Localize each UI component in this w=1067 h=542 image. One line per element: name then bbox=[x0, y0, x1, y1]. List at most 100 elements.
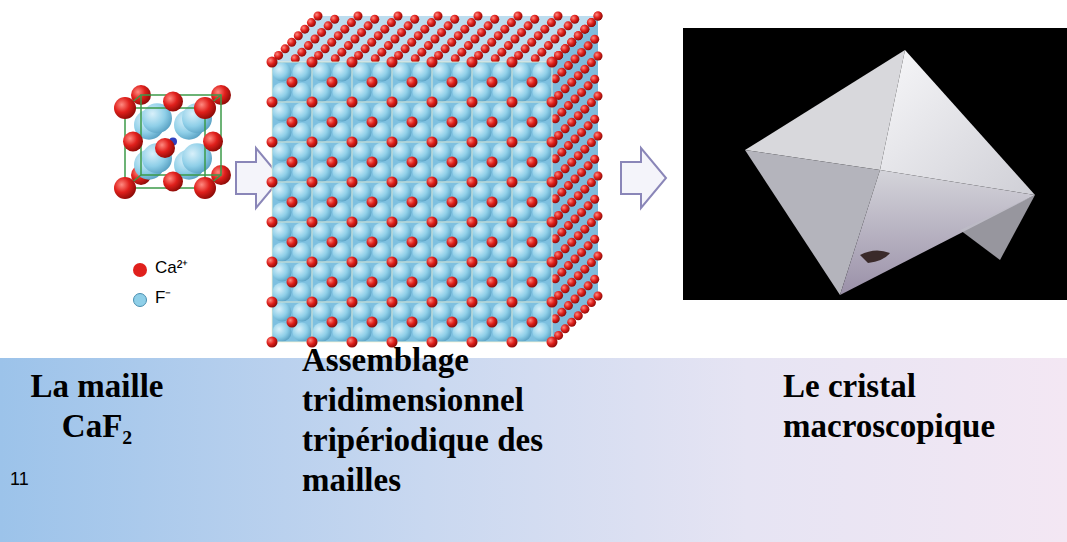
calcium-ion bbox=[427, 97, 438, 108]
calcium-ion bbox=[367, 77, 378, 88]
calcium-ion bbox=[387, 97, 398, 108]
legend-text: Ca²⁺ bbox=[155, 258, 188, 278]
calcium-ion bbox=[580, 265, 589, 274]
calcium-ion bbox=[587, 258, 596, 267]
calcium-ion bbox=[474, 12, 483, 21]
calcium-ion bbox=[307, 177, 318, 188]
calcium-ion bbox=[327, 117, 338, 128]
calcium-ion bbox=[410, 15, 419, 24]
crystal-photo bbox=[683, 28, 1067, 300]
calcium-ion bbox=[547, 217, 558, 228]
calcium-ion bbox=[404, 21, 413, 30]
calcium-ion bbox=[587, 58, 596, 67]
calcium-ion bbox=[557, 28, 566, 37]
calcium-ion bbox=[424, 41, 433, 50]
calcium-ion bbox=[547, 137, 558, 148]
calcium-ion bbox=[571, 95, 580, 104]
calcium-ion bbox=[594, 132, 603, 141]
calcium-ion bbox=[584, 281, 593, 290]
caption-text: Assemblage tridimensionnel tripériodique… bbox=[302, 340, 642, 500]
block-top bbox=[272, 16, 598, 62]
calcium-ion bbox=[571, 135, 580, 144]
calcium-ion bbox=[524, 21, 533, 30]
calcium-ion bbox=[527, 157, 538, 168]
calcium-ion bbox=[387, 57, 398, 68]
calcium-ion bbox=[367, 38, 376, 47]
calcium-ion bbox=[507, 97, 518, 108]
calcium-ion bbox=[587, 178, 596, 187]
calcium-ion bbox=[407, 317, 418, 328]
hollow-arrow bbox=[621, 148, 666, 208]
calcium-ion bbox=[557, 228, 566, 237]
calcium-ion bbox=[567, 118, 576, 127]
calcium-ion bbox=[577, 48, 586, 57]
calcium-ion bbox=[580, 25, 589, 34]
calcium-ion bbox=[447, 317, 458, 328]
calcium-ion bbox=[468, 58, 477, 67]
calcium-ion bbox=[344, 41, 353, 50]
calcium-ion bbox=[594, 292, 603, 301]
calcium-ion bbox=[551, 35, 560, 44]
calcium-ion bbox=[361, 44, 370, 53]
calcium-ion bbox=[367, 277, 378, 288]
calcium-ion bbox=[547, 177, 558, 188]
calcium-ion bbox=[471, 35, 480, 44]
calcium-ion bbox=[574, 31, 583, 40]
calcium-ion bbox=[267, 177, 278, 188]
calcium-ion bbox=[467, 257, 478, 268]
calcium-ion bbox=[447, 157, 458, 168]
calcium-ion bbox=[460, 25, 469, 34]
calcium-ion bbox=[327, 77, 338, 88]
calcium-ion bbox=[537, 48, 546, 57]
calcium-ion bbox=[294, 31, 303, 40]
calcium-ion bbox=[507, 337, 518, 348]
calcium-ion bbox=[548, 58, 557, 67]
calcium-ion bbox=[388, 58, 397, 67]
calcium-ion bbox=[123, 132, 143, 152]
legend-swatch bbox=[133, 293, 147, 307]
calcium-ion bbox=[574, 231, 583, 240]
calcium-ion bbox=[594, 12, 603, 21]
calcium-ion bbox=[307, 297, 318, 308]
calcium-ion bbox=[507, 297, 518, 308]
calcium-ion bbox=[367, 197, 378, 208]
calcium-ion bbox=[547, 57, 558, 68]
calcium-ion bbox=[587, 18, 596, 27]
calcium-ion bbox=[574, 271, 583, 280]
calcium-ion bbox=[447, 277, 458, 288]
calcium-ion bbox=[307, 137, 318, 148]
legend-swatch bbox=[133, 263, 147, 277]
calcium-ion bbox=[374, 31, 383, 40]
calcium-ion bbox=[487, 237, 498, 248]
calcium-ion bbox=[314, 12, 323, 21]
calcium-ion bbox=[594, 252, 603, 261]
calcium-ion bbox=[584, 201, 593, 210]
calcium-ion bbox=[561, 44, 570, 53]
caption-text: Le cristal macroscopique bbox=[783, 366, 1063, 446]
calcium-ion bbox=[587, 18, 596, 27]
calcium-ion bbox=[547, 18, 556, 27]
calcium-ion bbox=[394, 12, 403, 21]
calcium-ion bbox=[427, 18, 436, 27]
block-front bbox=[272, 62, 552, 342]
calcium-ion bbox=[327, 237, 338, 248]
calcium-ion bbox=[267, 137, 278, 148]
calcium-ion bbox=[407, 38, 416, 47]
calcium-ion bbox=[514, 12, 523, 21]
calcium-ion bbox=[561, 284, 570, 293]
calcium-ion bbox=[527, 317, 538, 328]
calcium-ion bbox=[584, 41, 593, 50]
calcium-ion bbox=[464, 41, 473, 50]
calcium-ion bbox=[287, 197, 298, 208]
unit-cell bbox=[114, 85, 231, 199]
calcium-ion bbox=[307, 18, 316, 27]
calcium-ion bbox=[507, 177, 518, 188]
calcium-ion bbox=[590, 275, 599, 284]
calcium-ion bbox=[554, 12, 563, 21]
calcium-ion bbox=[420, 25, 429, 34]
calcium-ion bbox=[484, 21, 493, 30]
calcium-ion bbox=[447, 237, 458, 248]
calcium-ion bbox=[547, 97, 558, 108]
calcium-ion bbox=[508, 58, 517, 67]
calcium-ion bbox=[347, 18, 356, 27]
